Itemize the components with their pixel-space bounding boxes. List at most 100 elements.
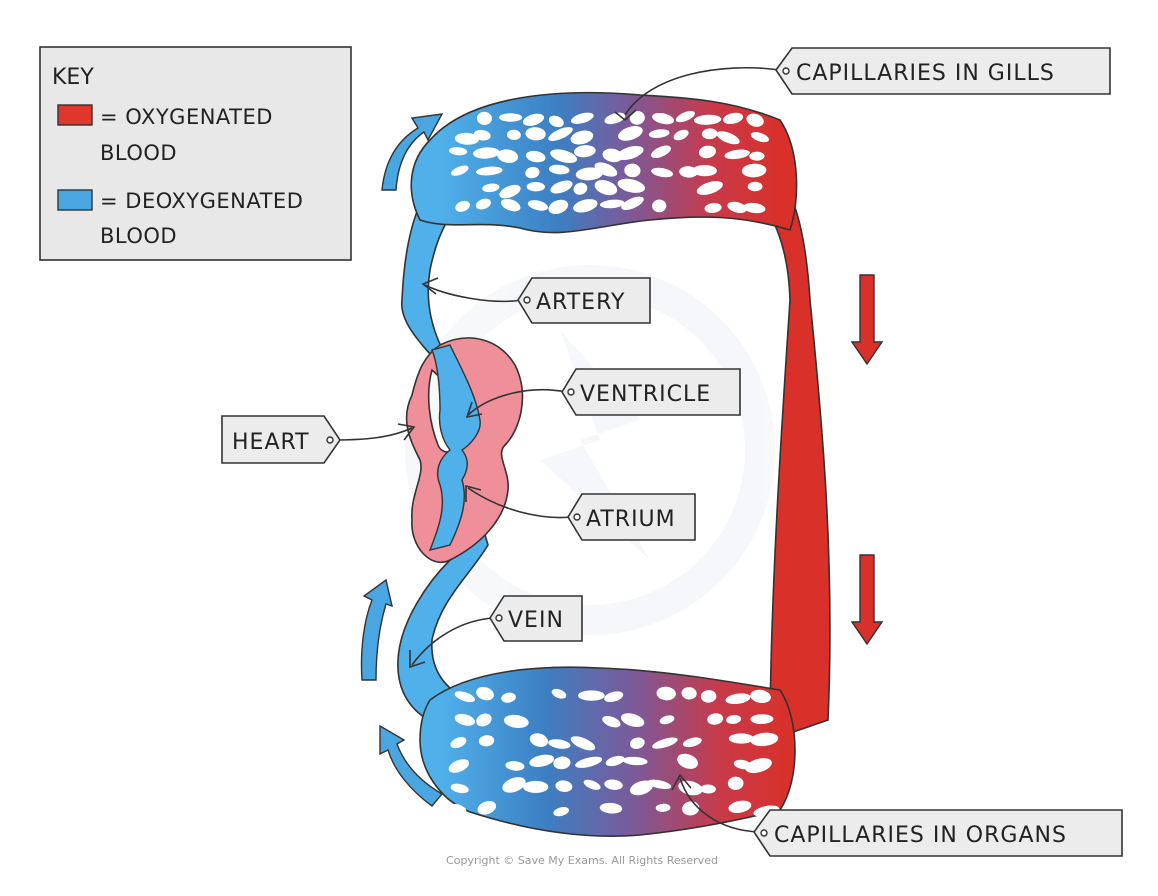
- label-vein: VEIN: [409, 595, 583, 669]
- gill-capillary-hole: [550, 180, 573, 194]
- organ-capillary-hole: [750, 689, 771, 704]
- gill-capillary-hole: [522, 113, 545, 126]
- organ-capillary-bed: [419, 666, 796, 837]
- gill-capillary-hole: [548, 127, 573, 141]
- gill-capillary-hole: [548, 199, 569, 215]
- organ-capillary-hole: [681, 687, 697, 700]
- key-box: KEY = OXYGENATED BLOOD = DEOXYGENATED BL…: [39, 46, 352, 261]
- label-vein-text: VEIN: [508, 608, 564, 633]
- organ-capillary-hole: [575, 756, 603, 768]
- gill-capillary-hole: [652, 112, 675, 125]
- organ-capillary-hole: [450, 737, 467, 749]
- key-deoxygenated-line1: = DEOXYGENATED: [100, 189, 303, 213]
- label-capillaries-gills-text: CAPILLARIES IN GILLS: [796, 61, 1055, 86]
- organ-capillary-hole: [454, 713, 475, 726]
- organ-capillary-hole: [604, 779, 623, 790]
- organ-capillary-hole: [728, 800, 752, 814]
- gill-capillary-hole: [741, 163, 767, 178]
- gill-capillary-hole: [602, 148, 623, 163]
- organ-capillary-hole: [620, 713, 645, 728]
- gill-capillary-hole: [600, 199, 625, 209]
- organ-capillary-hole: [448, 759, 470, 773]
- gill-capillary-hole: [746, 113, 764, 127]
- organ-capillary-hole: [454, 691, 476, 703]
- gill-capillary-hole: [451, 165, 469, 176]
- gill-capillary-hole: [594, 162, 618, 177]
- gill-capillary-hole: [500, 198, 521, 212]
- organ-capillary-hole: [478, 735, 495, 747]
- organ-capillary-hole: [647, 779, 672, 789]
- label-capillaries-organs-text: CAPILLARIES IN ORGANS: [774, 823, 1067, 848]
- gill-capillary-hole: [750, 132, 769, 143]
- gill-capillary-hole: [594, 180, 618, 196]
- organ-capillary-hole: [450, 783, 469, 794]
- gill-capillary-hole: [749, 151, 765, 161]
- gill-capillary-hole: [526, 181, 545, 192]
- label-capillaries-organs: CAPILLARIES IN ORGANS: [671, 773, 1123, 857]
- gill-capillary-hole: [570, 130, 594, 145]
- organ-capillary-hole: [656, 686, 676, 701]
- organ-capillary-hole: [700, 690, 717, 703]
- oxygenated-vessel: [739, 149, 831, 742]
- organ-capillary-hole: [677, 753, 699, 769]
- gill-capillary-hole: [454, 132, 480, 145]
- label-atrium: ATRIUM: [465, 484, 696, 541]
- flow-arrows-red: [850, 274, 884, 646]
- gill-capillary-hole: [673, 129, 689, 141]
- organ-capillary-hole: [700, 784, 716, 794]
- gill-capillary-hole: [497, 149, 519, 163]
- key-title: KEY: [52, 65, 94, 90]
- gill-capillary-hole: [573, 182, 588, 195]
- organ-capillary-hole: [725, 693, 751, 705]
- organ-capillary-hole: [652, 737, 678, 749]
- copyright-text: Copyright © Save My Exams. All Rights Re…: [446, 854, 718, 867]
- gill-capillary-hole: [550, 149, 578, 164]
- flow-arrow-blue-bottom: [379, 724, 444, 807]
- organ-capillary-hole: [707, 713, 724, 725]
- organ-capillary-hole: [659, 715, 675, 725]
- gill-capillary-hole: [548, 164, 570, 175]
- organ-capillary-hole: [726, 715, 742, 724]
- gill-capillary-hole: [621, 196, 644, 211]
- gill-capillary-hole: [652, 199, 667, 213]
- key-swatch-deoxygenated: [57, 189, 93, 211]
- organ-capillary-hole: [450, 804, 467, 814]
- organ-capillary-hole: [745, 758, 772, 774]
- gill-capillary-hole: [743, 202, 766, 214]
- organ-capillary-hole: [570, 736, 596, 751]
- label-heart: HEART: [221, 415, 416, 464]
- organ-capillary-hole: [622, 756, 648, 766]
- organ-capillary-hole: [682, 737, 702, 748]
- gill-capillary-hole: [455, 200, 470, 212]
- gill-capillary-hole: [449, 147, 468, 156]
- label-artery-text: ARTERY: [536, 290, 625, 315]
- gill-capillary-hole: [722, 112, 744, 125]
- label-artery: ARTERY: [421, 277, 651, 324]
- gill-capillary-hole: [648, 129, 670, 138]
- gill-capillary-hole: [747, 181, 763, 192]
- gill-capillary-hole: [696, 181, 723, 195]
- gill-capillary-hole: [716, 131, 740, 145]
- gill-capillary-hole: [675, 110, 695, 123]
- organ-capillary-hole: [523, 780, 549, 793]
- key-deoxygenated-line2: BLOOD: [100, 224, 177, 248]
- label-ventricle: VENTRICLE: [465, 368, 741, 419]
- organ-capillary-hole: [604, 691, 624, 703]
- organ-capillary-hole: [727, 776, 744, 791]
- flow-arrows-blue: [360, 113, 444, 807]
- gill-capillary-hole: [573, 199, 598, 213]
- organ-capillary-hole: [629, 780, 654, 796]
- organ-capillary-hole: [476, 686, 494, 701]
- key-oxygenated-line2: BLOOD: [100, 141, 177, 165]
- gill-capillary-hole: [727, 201, 747, 214]
- organ-capillary-hole: [629, 737, 645, 749]
- label-atrium-text: ATRIUM: [586, 507, 676, 532]
- gill-capillary-hole: [624, 163, 641, 178]
- organ-capillary-hole: [476, 713, 492, 727]
- gill-capillary-hole: [651, 145, 671, 159]
- organ-capillary-hole: [553, 756, 571, 770]
- gill-capillary-hole: [693, 114, 722, 125]
- gill-capillary-hole: [629, 111, 645, 125]
- organ-capillary-hole: [583, 779, 601, 790]
- gill-capillary-hole: [476, 166, 503, 176]
